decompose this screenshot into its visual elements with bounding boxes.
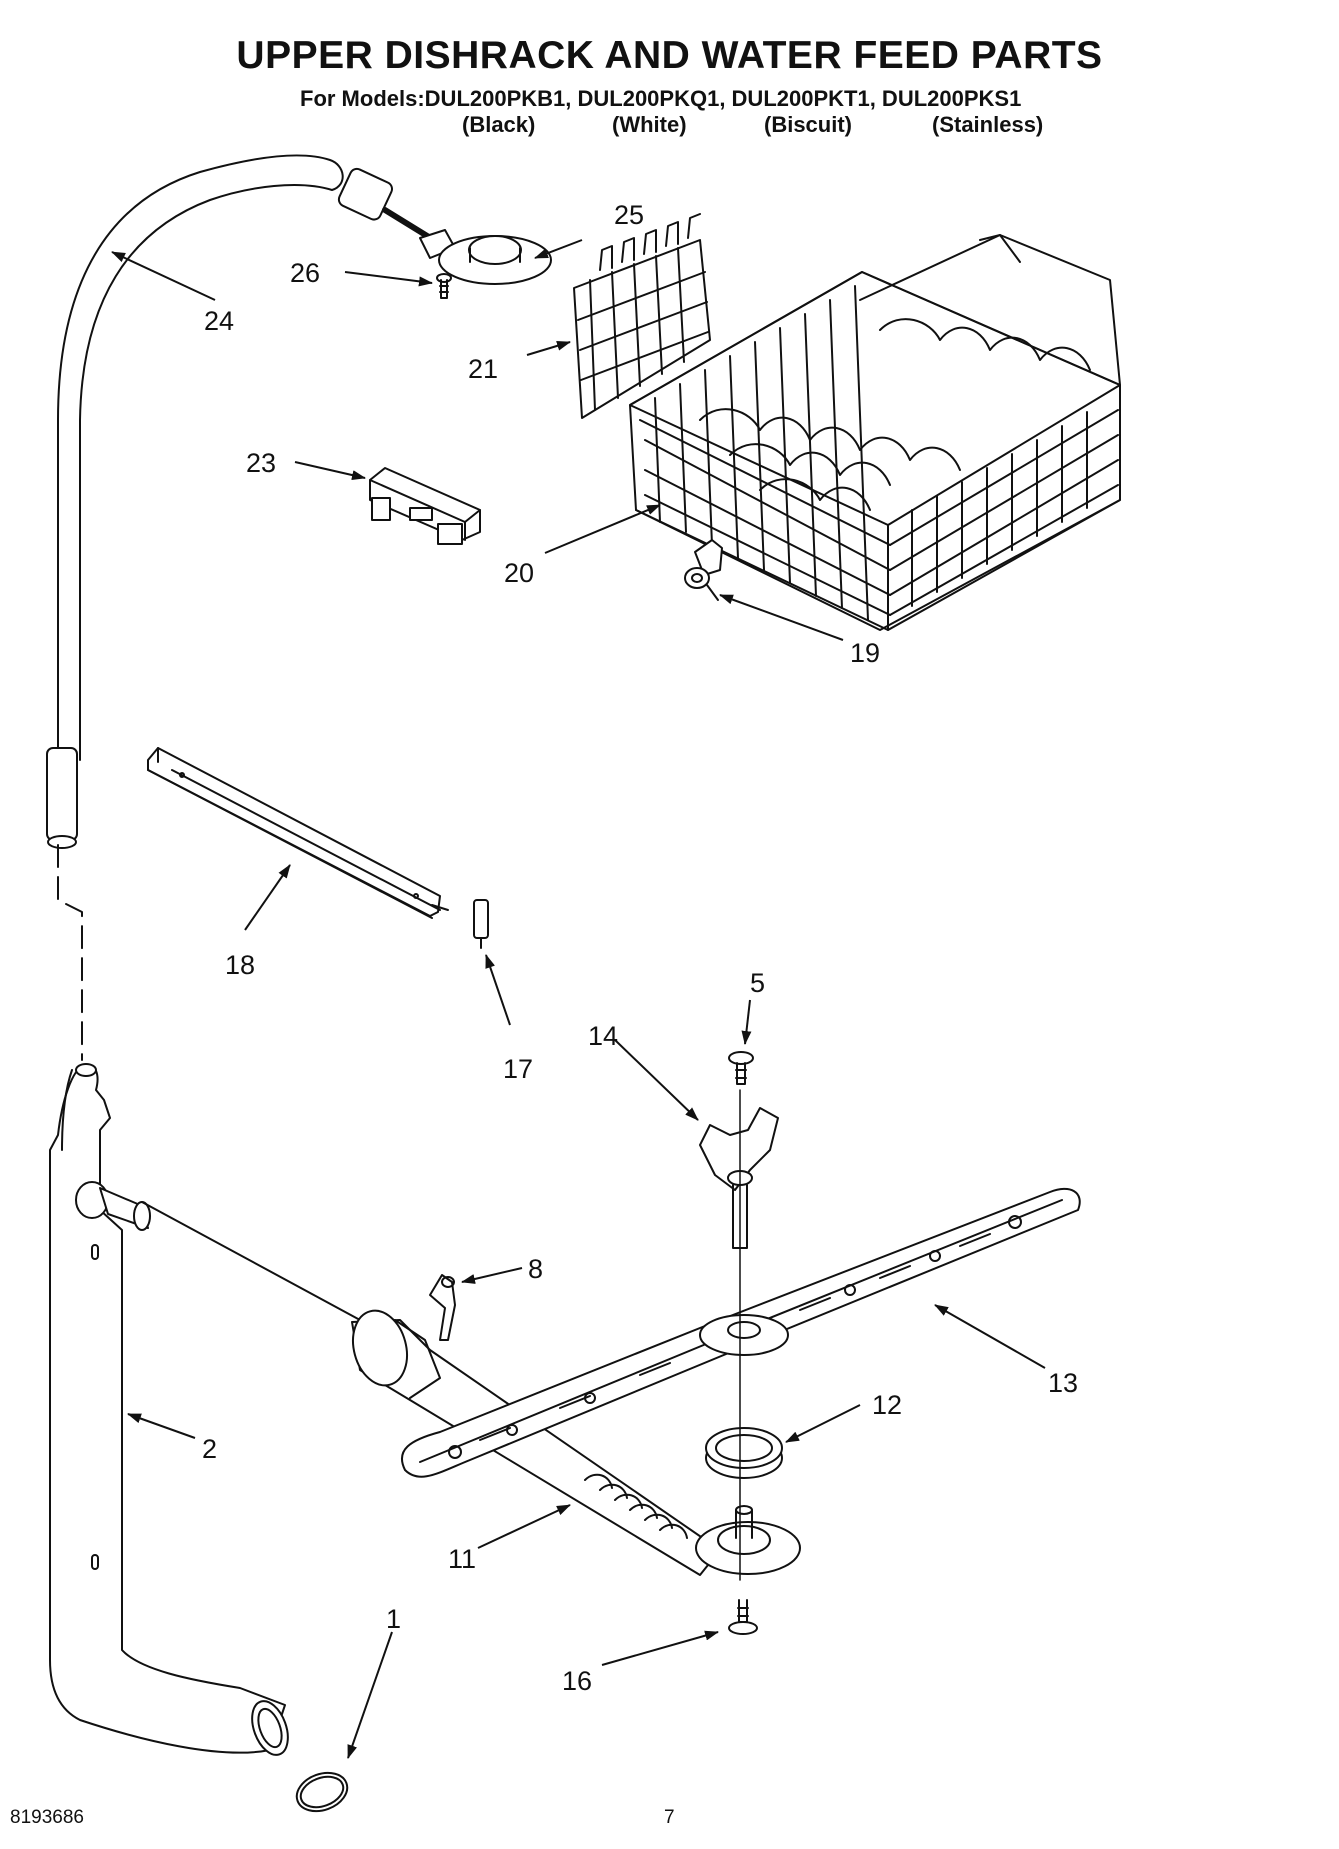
spray-arm-manifold-11 (351, 1309, 801, 1576)
callout-17: 17 (503, 1054, 533, 1084)
leader-17 (485, 954, 511, 1026)
rack-bracket-23 (369, 467, 481, 545)
upper-dishrack (629, 234, 1121, 631)
leader-25 (534, 239, 583, 259)
leader-1 (347, 1631, 393, 1759)
upper-supply-tube (46, 154, 344, 849)
o-ring-1-inner (299, 1775, 345, 1809)
leader-14 (614, 1039, 699, 1121)
leader-24 (111, 251, 216, 301)
lower-feed-tube (49, 1063, 361, 1756)
color-label-black: (Black) (462, 112, 536, 137)
callout-21: 21 (468, 354, 498, 384)
leader-13 (934, 1304, 1046, 1369)
clip-8 (429, 1274, 456, 1341)
models-line: For Models:DUL200PKB1, DUL200PKQ1, DUL20… (300, 86, 1022, 111)
leader-19 (719, 594, 844, 641)
callout-18: 18 (225, 950, 255, 980)
rack-roller-19 (684, 539, 723, 601)
assembly-dashed-line (57, 844, 83, 1061)
callout-20: 20 (504, 558, 534, 588)
callout-24: 24 (204, 306, 234, 336)
callout-1: 1 (386, 1604, 401, 1634)
bearing-14 (699, 1107, 779, 1249)
callout-2: 2 (202, 1434, 217, 1464)
leader-16 (601, 1630, 719, 1666)
leader-20 (544, 504, 661, 554)
callout-11: 11 (448, 1544, 476, 1574)
callout-25: 25 (614, 200, 644, 230)
color-label-stainless: (Stainless) (932, 112, 1044, 137)
leader-12 (785, 1404, 861, 1443)
leader-21 (526, 340, 571, 356)
color-label-biscuit: (Biscuit) (764, 112, 852, 137)
callout-19: 19 (850, 638, 880, 668)
upper-spray-arm-13 (400, 1187, 1081, 1478)
water-feed-connector (337, 167, 552, 285)
callout-12: 12 (872, 1390, 902, 1420)
ring-nut-12 (705, 1427, 783, 1479)
page-title: UPPER DISHRACK AND WATER FEED PARTS (236, 34, 1103, 77)
tine-row-21 (573, 213, 711, 419)
callout-14: 14 (588, 1021, 618, 1051)
callout-26: 26 (290, 258, 320, 288)
leader-5 (741, 999, 752, 1045)
leader-18 (244, 864, 291, 931)
callout-23: 23 (246, 448, 276, 478)
document-number: 8193686 (10, 1807, 84, 1828)
screw-16 (728, 1599, 758, 1635)
page-number: 7 (664, 1807, 675, 1828)
screw-5 (728, 1051, 754, 1085)
screw-26 (436, 273, 452, 299)
color-label-white: (White) (612, 112, 687, 137)
rack-rail-18 (147, 747, 449, 919)
callout-8: 8 (528, 1254, 543, 1284)
callout-5: 5 (750, 968, 765, 998)
callout-16: 16 (562, 1666, 592, 1696)
leader-2 (127, 1413, 196, 1439)
callout-13: 13 (1048, 1368, 1078, 1398)
rail-end-cap-17 (473, 899, 489, 949)
leader-11 (477, 1504, 571, 1549)
leader-8 (461, 1267, 523, 1284)
leader-23 (294, 461, 366, 480)
leader-26 (344, 271, 433, 287)
